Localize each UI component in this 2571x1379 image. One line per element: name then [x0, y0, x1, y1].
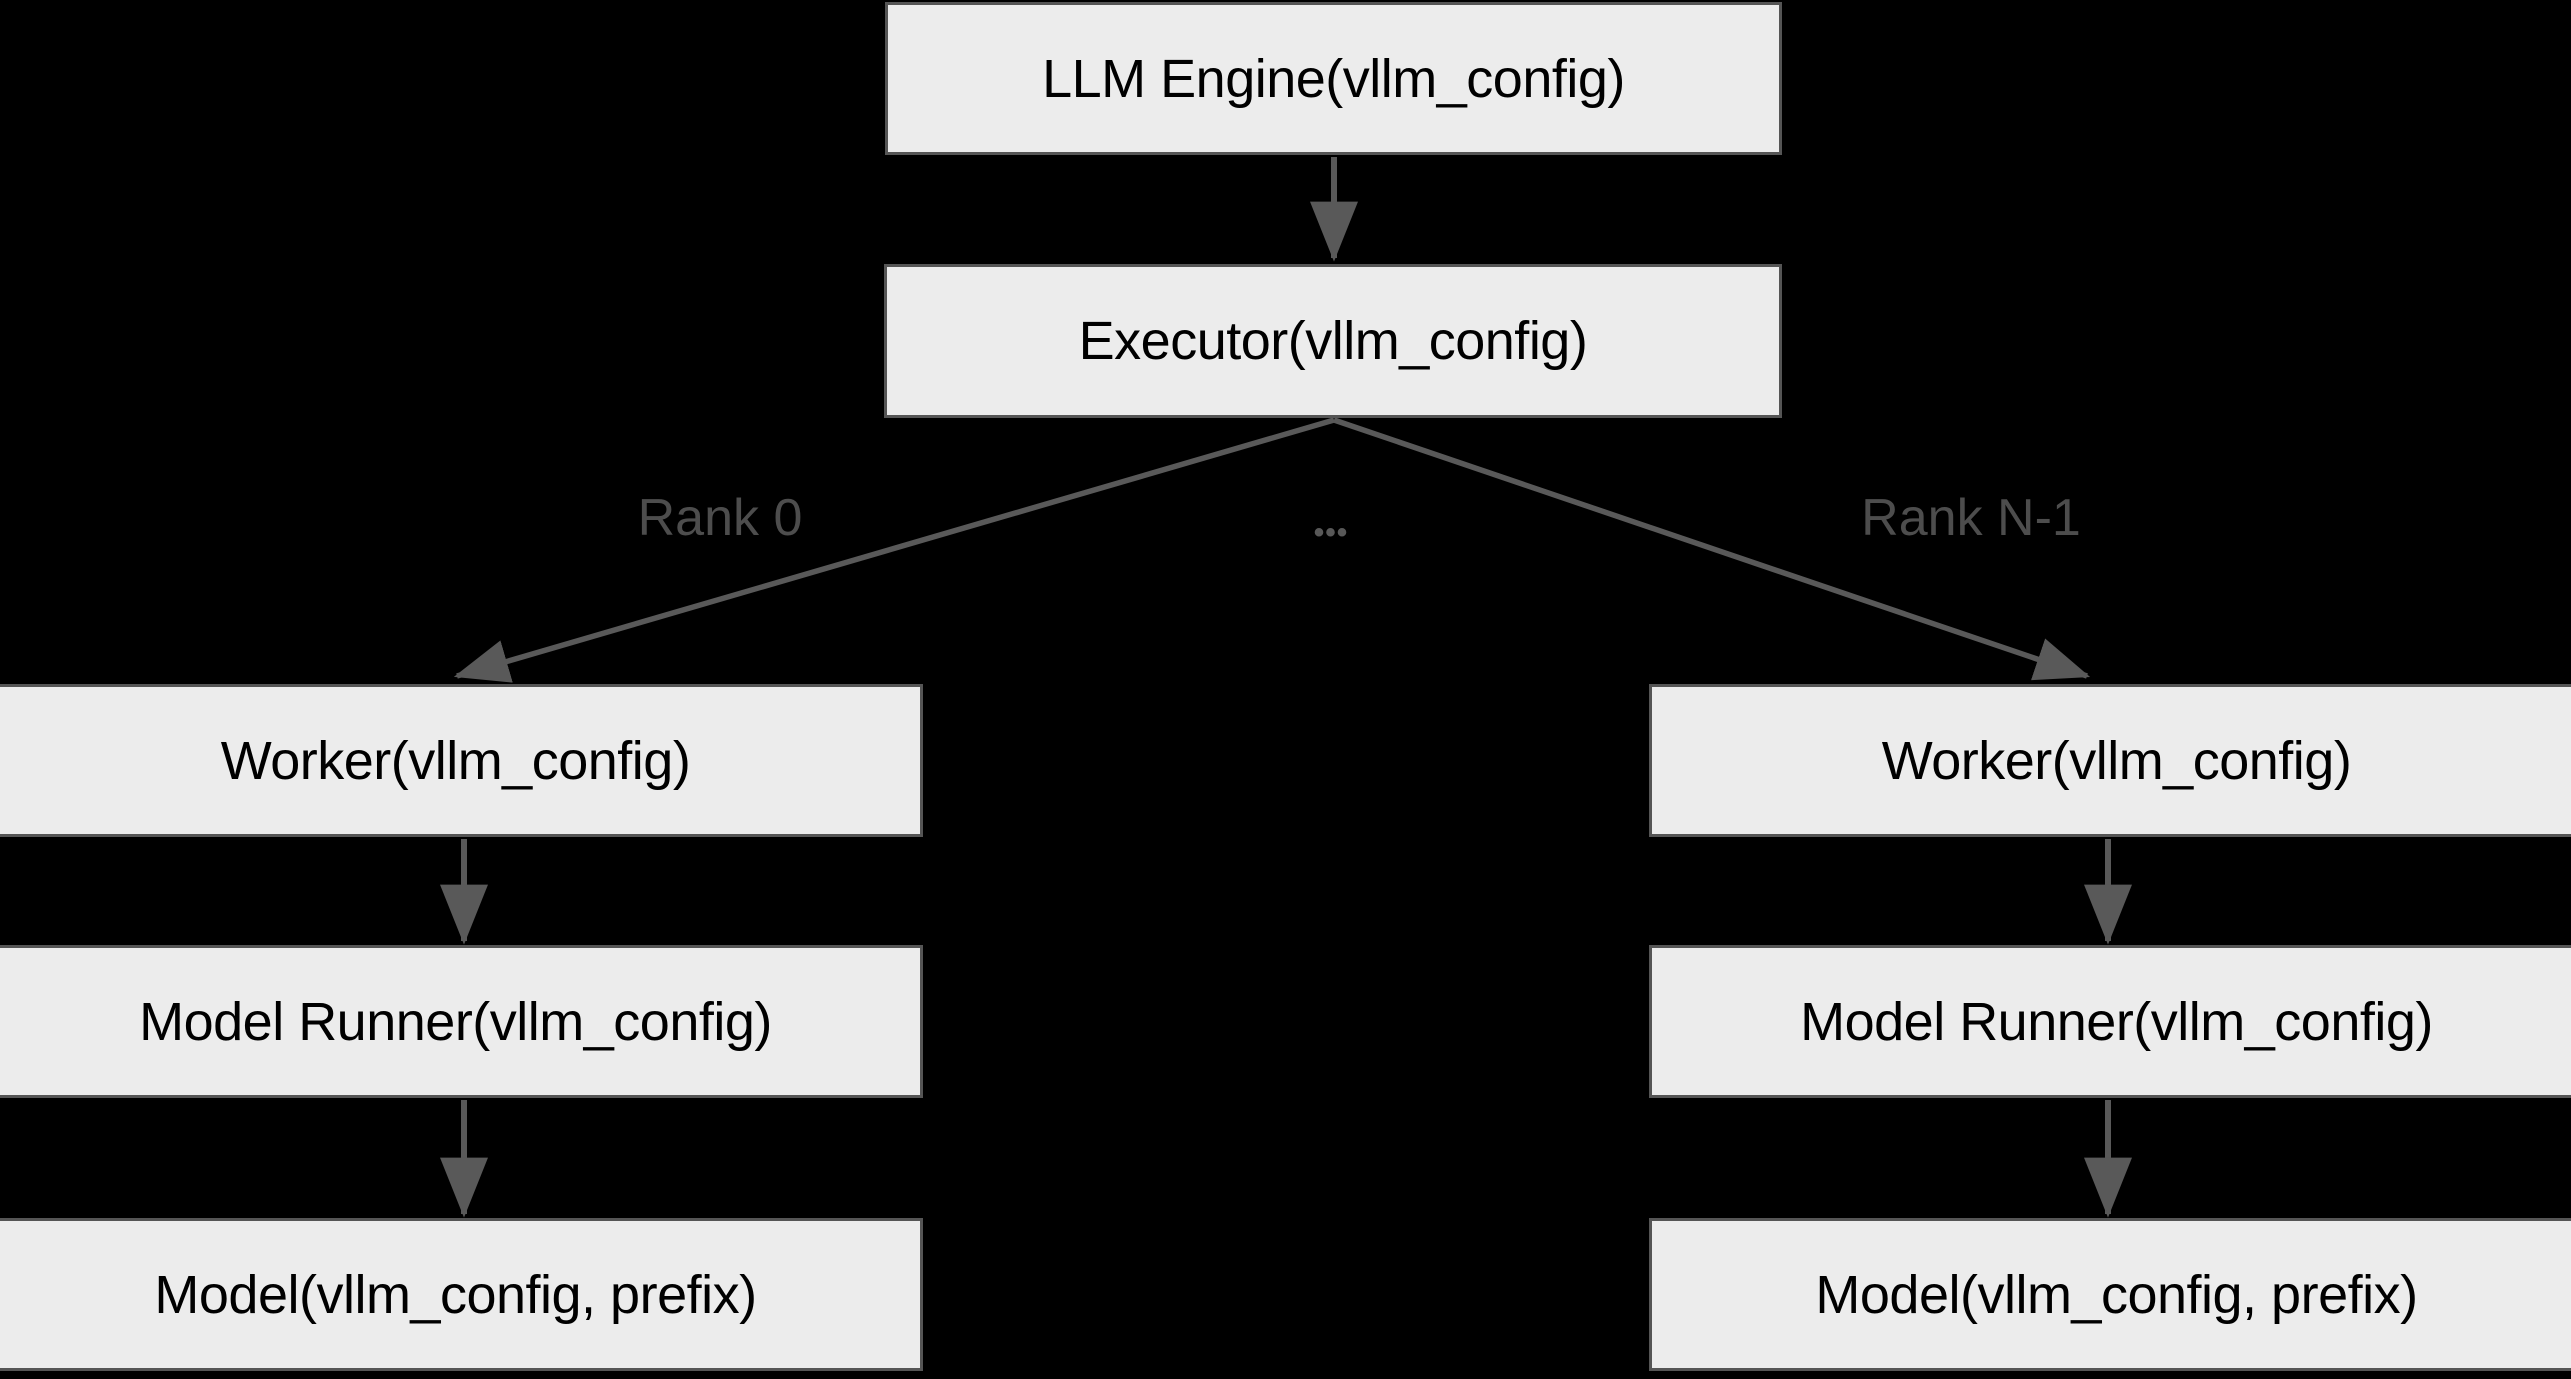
node-llm-engine[interactable]: LLM Engine(vllm_config) [885, 2, 1782, 155]
node-worker-rankn[interactable]: Worker(vllm_config) [1649, 684, 2571, 837]
node-llm-engine-label: LLM Engine(vllm_config) [1042, 48, 1625, 109]
node-executor-label: Executor(vllm_config) [1078, 311, 1588, 371]
node-worker-rank0[interactable]: Worker(vllm_config) [0, 684, 923, 837]
node-worker-rankn-label: Worker(vllm_config) [1881, 730, 2352, 791]
node-executor[interactable]: Executor(vllm_config) [884, 264, 1782, 418]
edge-label-ellipsis: ••• [1314, 518, 1349, 548]
edge-executor-to-worker-rank0 [453, 417, 1335, 683]
node-model-rank0[interactable]: Model(vllm_config, prefix) [0, 1218, 923, 1371]
edge-label-rank-n-minus-1: Rank N-1 [1861, 488, 2081, 548]
node-model-rankn-label: Model(vllm_config, prefix) [1815, 1264, 2418, 1325]
edge-label-rank-n-minus-1-text: Rank N-1 [1861, 489, 2081, 547]
node-worker-rank0-label: Worker(vllm_config) [220, 730, 691, 791]
node-model-runner-rankn-label: Model Runner(vllm_config) [1800, 991, 2433, 1052]
node-model-runner-rank0-label: Model Runner(vllm_config) [139, 991, 772, 1052]
edge-label-rank-0-text: Rank 0 [637, 489, 803, 547]
edge-label-ellipsis-text: ••• [1313, 516, 1349, 549]
node-model-runner-rank0[interactable]: Model Runner(vllm_config) [0, 945, 923, 1098]
node-model-rankn[interactable]: Model(vllm_config, prefix) [1649, 1218, 2571, 1371]
node-model-rank0-label: Model(vllm_config, prefix) [154, 1264, 757, 1325]
node-model-runner-rankn[interactable]: Model Runner(vllm_config) [1649, 945, 2571, 1098]
edge-executor-to-worker-rankn [1333, 417, 2091, 681]
edge-label-rank-0: Rank 0 [638, 488, 803, 548]
